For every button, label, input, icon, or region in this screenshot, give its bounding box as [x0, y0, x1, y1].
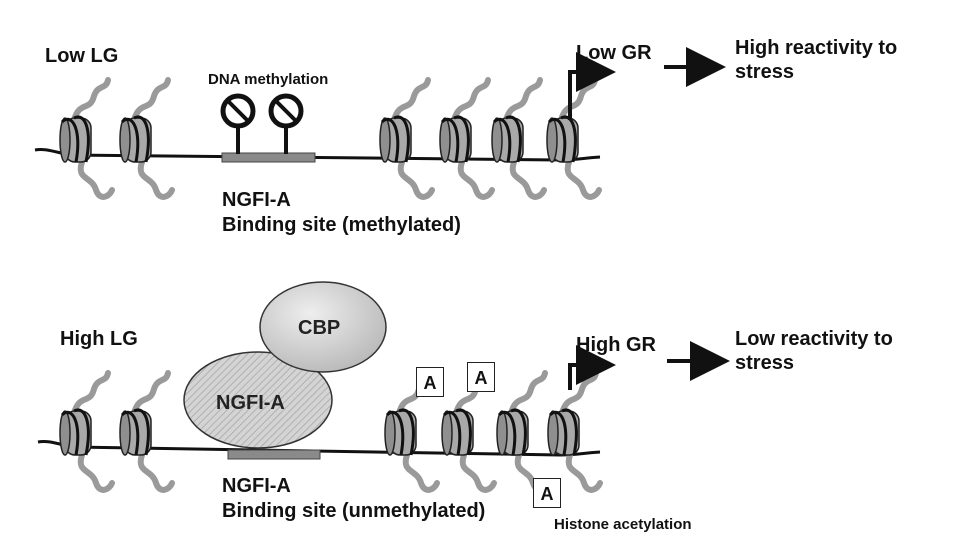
dna-methylation-label: DNA methylation	[208, 71, 329, 88]
acetyl-marker: A	[467, 362, 495, 392]
ngfia-binding-site-top	[221, 152, 316, 163]
nucleosome-icon	[59, 370, 115, 493]
outcome-label-top: High reactivity to stress	[735, 37, 898, 83]
tss-arrow-top	[568, 52, 616, 120]
nucleosome-icon	[491, 77, 547, 200]
condition-label-bottom: High LG	[60, 328, 138, 350]
tss-arrow-bottom	[568, 345, 616, 390]
methyl-group-left	[220, 93, 256, 154]
histone-acetylation-label: Histone acetylation	[554, 516, 692, 533]
acetyl-marker: A	[416, 367, 444, 397]
acetyl-marker: A	[533, 478, 561, 508]
bottom-panel	[37, 281, 730, 493]
binding-site-name-top: NGFI-A	[222, 189, 291, 211]
binding-site-state-top: Binding site (methylated)	[222, 214, 461, 236]
nucleosome-icon	[439, 77, 495, 200]
cbp-protein	[259, 281, 387, 373]
methyl-group-right	[268, 93, 304, 154]
nucleosome-icon	[119, 370, 175, 493]
ngfia-protein	[183, 351, 333, 449]
binding-site-name-bottom: NGFI-A	[222, 475, 291, 497]
nucleosome-icon	[119, 77, 175, 200]
binding-site-state-bottom: Binding site (unmethylated)	[222, 500, 486, 522]
top-panel	[34, 47, 726, 200]
condition-label-top: Low LG	[45, 45, 119, 67]
ngfia-binding-site-bottom	[227, 449, 321, 460]
cbp-label: CBP	[298, 317, 341, 339]
outcome-label-bottom: Low reactivity to stress	[735, 328, 893, 374]
gr-label-top: Low GR	[576, 42, 652, 64]
nucleosome-icon	[59, 77, 115, 200]
nucleosome-icon	[546, 77, 602, 200]
nucleosome-group-top	[59, 77, 602, 200]
gr-label-bottom: High GR	[576, 334, 656, 356]
ngfia-protein-label: NGFI-A	[216, 392, 285, 414]
nucleosome-icon	[547, 370, 603, 493]
nucleosome-icon	[496, 370, 552, 493]
nucleosome-icon	[379, 77, 435, 200]
